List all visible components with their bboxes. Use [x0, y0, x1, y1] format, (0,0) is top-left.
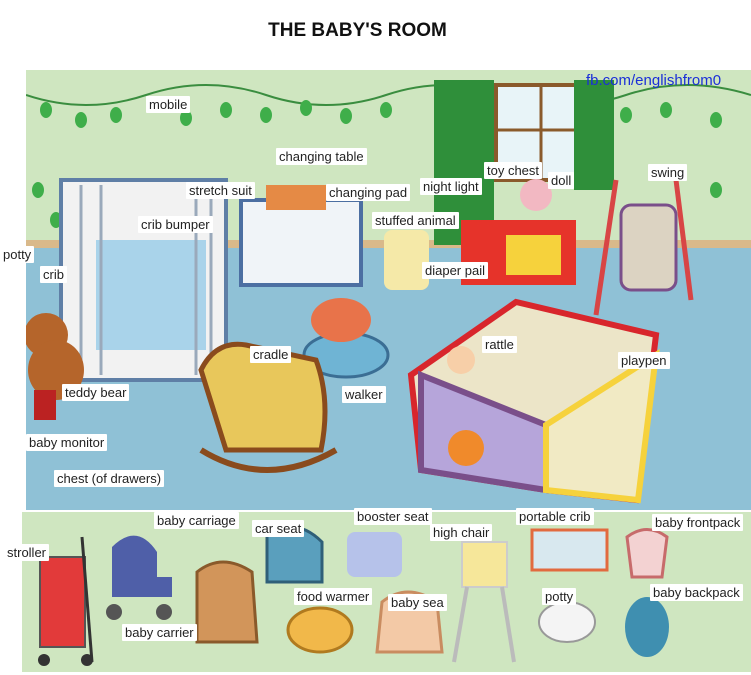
baby-gear-strip [22, 512, 751, 672]
label-walker: walker [342, 386, 386, 403]
label-stretch-suit: stretch suit [186, 182, 255, 199]
baby-gear-art [38, 524, 669, 666]
label-crib-bumper: crib bumper [138, 216, 213, 233]
label-crib: crib [40, 266, 67, 283]
label-changing-table: changing table [276, 148, 367, 165]
label-playpen: playpen [618, 352, 670, 369]
label-mobile: mobile [146, 96, 191, 113]
label-rattle: rattle [482, 336, 517, 353]
label-booster-seat: booster seat [354, 508, 432, 525]
label-chest-of-drawers: chest (of drawers) [54, 470, 165, 487]
label-baby-backpack: baby backpack [650, 584, 743, 601]
label-cradle: cradle [250, 346, 292, 363]
label-diaper-pail: diaper pail [422, 262, 488, 279]
room-scene-art [26, 70, 751, 510]
baby-room-illustration [26, 70, 751, 510]
label-food-warmer: food warmer [294, 588, 373, 605]
label-portable-crib: portable crib [516, 508, 594, 525]
label-changing-pad: changing pad [326, 184, 411, 201]
brand-link[interactable]: fb.com/englishfrom0 [586, 72, 722, 89]
label-baby-seat: baby sea [388, 594, 447, 611]
label-baby-carrier: baby carrier [122, 624, 197, 641]
label-toy-chest: toy chest [484, 162, 543, 179]
label-stuffed-animal: stuffed animal [372, 212, 459, 229]
label-potty-bottom: potty [542, 588, 577, 605]
label-baby-frontpack: baby frontpack [652, 514, 744, 531]
label-potty-top: potty [0, 246, 35, 263]
label-baby-monitor: baby monitor [26, 434, 108, 451]
label-teddy-bear: teddy bear [62, 384, 130, 401]
label-swing: swing [648, 164, 688, 181]
label-high-chair: high chair [430, 524, 493, 541]
label-night-light: night light [420, 178, 482, 195]
label-car-seat: car seat [252, 520, 305, 537]
label-doll: doll [548, 172, 575, 189]
page-title: THE BABY'S ROOM [268, 20, 447, 41]
label-baby-carriage: baby carriage [154, 512, 239, 529]
label-stroller: stroller [4, 544, 50, 561]
